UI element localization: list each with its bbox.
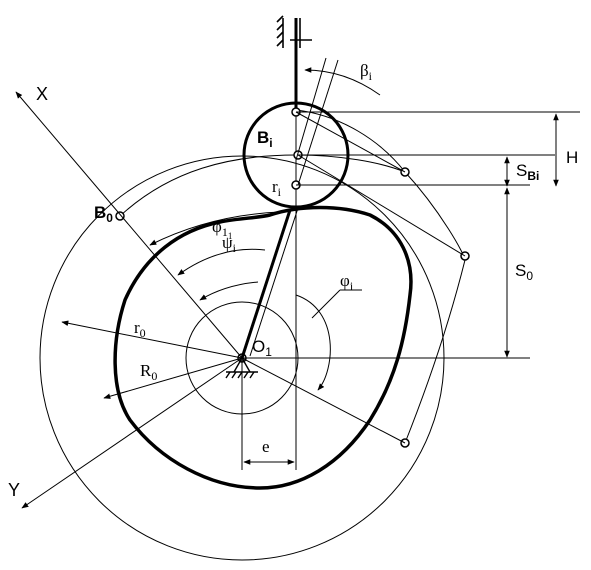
label-R0: R0 xyxy=(140,361,157,383)
roller-line-2 xyxy=(297,154,466,257)
axis-x-line xyxy=(15,91,243,359)
label-axis-y: Y xyxy=(8,480,20,500)
label-h: H xyxy=(566,148,578,167)
label-b0: B0 xyxy=(94,203,113,225)
phi-i-leader xyxy=(311,289,341,319)
label-r0: r0 xyxy=(134,318,146,340)
label-o1: O1 xyxy=(252,337,272,359)
label-phi11: φ11 xyxy=(212,217,232,241)
label-e: e xyxy=(262,437,270,456)
arc-psi-2 xyxy=(199,281,259,301)
r0-arrow xyxy=(61,320,243,359)
e-dimension xyxy=(241,360,295,470)
arc-psi xyxy=(177,248,266,276)
arc-b0 xyxy=(119,154,406,217)
cam-profile xyxy=(113,205,413,490)
label-sbi: SBi xyxy=(516,161,539,183)
top-guide xyxy=(276,15,312,48)
beta-line-1 xyxy=(295,57,327,161)
label-psi: ψi xyxy=(222,233,237,255)
roller-line-1 xyxy=(295,111,406,173)
R0-arrow xyxy=(103,357,243,399)
label-ri: ri xyxy=(272,177,282,199)
line-o1-lower-right xyxy=(241,357,406,444)
beta-line-2 xyxy=(297,59,339,186)
link-o1-contact-2 xyxy=(249,207,299,357)
label-axis-x: X xyxy=(36,84,48,104)
arc-beta xyxy=(304,67,381,96)
label-phi-i: φi xyxy=(340,271,354,293)
label-s0: S0 xyxy=(515,261,533,283)
label-bi: Bi xyxy=(257,128,273,150)
link-o1-contact xyxy=(240,209,292,359)
dimension-lines xyxy=(296,111,580,358)
arc-phi11 xyxy=(149,211,281,246)
arc-phi-i xyxy=(295,294,331,391)
label-beta: βi xyxy=(360,61,373,83)
pitch-curve xyxy=(295,109,466,444)
ground-o1 xyxy=(225,357,258,379)
contact-points xyxy=(115,107,470,448)
axis-y-line xyxy=(21,357,243,509)
